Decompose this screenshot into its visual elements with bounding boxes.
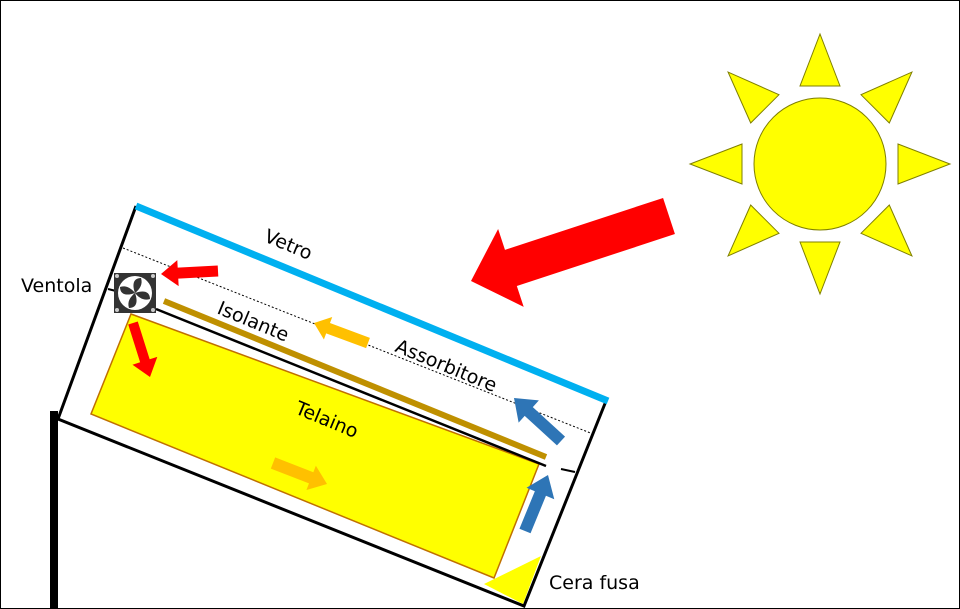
sun-ray — [860, 71, 913, 124]
support-post — [50, 411, 58, 608]
cool-air-arrow-icon — [514, 398, 566, 446]
hot-air-arrow-icon — [128, 321, 158, 377]
sun-ray — [860, 204, 913, 257]
sun-ray — [688, 143, 743, 185]
sunlight-arrow-icon — [471, 197, 675, 307]
melted-wax — [484, 556, 541, 604]
warm-air-arrow-icon — [270, 457, 327, 490]
sun-icon — [688, 32, 952, 296]
fan-icon — [114, 273, 156, 313]
sun-ray — [727, 71, 780, 124]
sun-ray — [799, 32, 841, 87]
insulation-isolante — [162, 298, 548, 460]
warm-air-arrow-icon — [314, 316, 370, 349]
hot-air-arrow-icon — [161, 260, 219, 287]
label-fan: Ventola — [21, 275, 92, 297]
tick-right — [560, 468, 576, 473]
cool-air-arrow-icon — [519, 475, 555, 534]
collector-casing — [56, 205, 608, 608]
glass-vetro — [134, 202, 610, 405]
insulation-backing — [155, 307, 547, 468]
frame-telaino — [90, 313, 540, 579]
label-wax: Cera fusa — [549, 572, 640, 594]
label-absorber: Assorbitore — [392, 335, 500, 397]
sun-ray — [897, 143, 952, 185]
sun-ray — [727, 204, 780, 257]
sun-ray — [799, 241, 841, 296]
